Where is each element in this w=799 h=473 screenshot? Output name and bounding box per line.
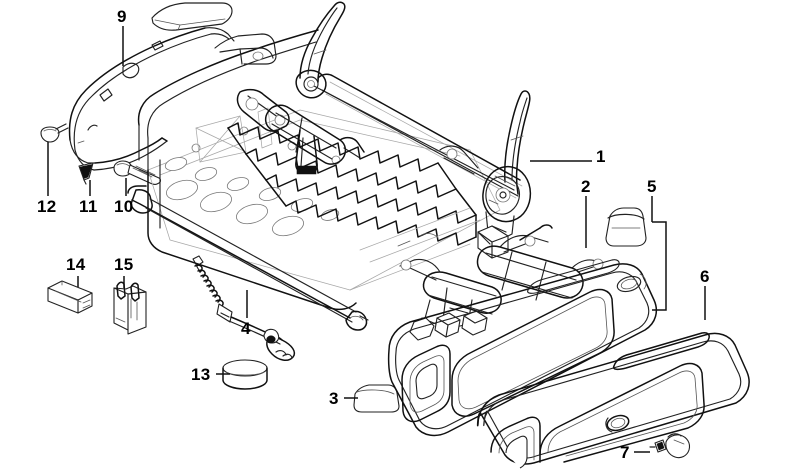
part-12-rivet-cap [40,123,69,143]
main-seat-frame [127,1,532,331]
part-5-side-trim-panel [387,259,657,437]
callout-5[interactable]: 5 [647,177,657,196]
callout-1[interactable]: 1 [596,147,606,166]
part-14-clip-block [47,280,93,314]
callout-13[interactable]: 13 [191,365,211,384]
callout-9[interactable]: 9 [117,7,127,26]
part-5-trim-cover-upper [605,207,647,247]
leader-lines [47,26,706,453]
part-2-motor-assembly [399,224,604,341]
part-11-wedge-clip [78,162,94,185]
callout-6[interactable]: 6 [700,267,710,286]
part-3-cover-cap [353,384,400,413]
callout-10[interactable]: 10 [114,197,134,216]
callout-2[interactable]: 2 [581,177,591,196]
part-7-knob-cap [649,433,691,459]
callout-4[interactable]: 4 [241,319,251,338]
callout-15[interactable]: 15 [114,255,134,274]
part-9-trim-strip [68,27,235,171]
callout-11[interactable]: 11 [79,197,98,216]
top-small-cover [151,2,233,31]
part-13-bushing-ring [222,359,268,390]
callout-7[interactable]: 7 [620,443,630,462]
part-6-side-trim-panel [476,332,750,469]
callout-3[interactable]: 3 [329,389,339,408]
part-4-bowden-cable [192,255,296,362]
callout-14[interactable]: 14 [66,255,86,274]
seat-spring-wires [227,122,477,246]
part-15-retainer-bracket [113,281,147,335]
callout-12[interactable]: 12 [37,197,57,216]
